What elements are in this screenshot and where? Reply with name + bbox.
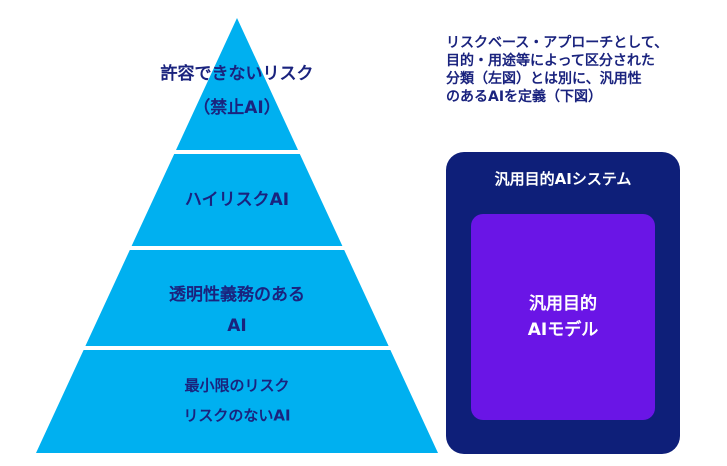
general-purpose-ai-model-label-line2: AIモデル — [527, 320, 599, 340]
pyramid-tier-1-label-line1: 許容できないリスク — [161, 63, 314, 84]
pyramid-tier-4-label-line2: リスクのないAI — [183, 407, 290, 425]
pyramid-tier-3 — [85, 250, 389, 346]
pyramid-tier-3-label-line2: AI — [227, 316, 246, 336]
definition-note: リスクベース・アプローチとして、 目的・用途等によって区分された 分類（左図）と… — [446, 35, 669, 105]
pyramid-tier-2 — [131, 154, 343, 246]
pyramid-tier-4 — [36, 350, 438, 453]
general-purpose-ai-system-title: 汎用目的AIシステム — [494, 170, 632, 188]
general-purpose-ai-system-box: 汎用目的AIシステム 汎用目的 AIモデル — [446, 152, 680, 454]
pyramid-tier-1 — [176, 18, 298, 150]
general-purpose-ai-model-label-line1: 汎用目的 — [529, 294, 597, 314]
general-purpose-ai-model-box: 汎用目的 AIモデル — [471, 214, 655, 420]
risk-pyramid: 許容できないリスク （禁止AI） ハイリスクAI 透明性義務のある AI 最小限のリスクリ… — [36, 18, 438, 453]
pyramid-tier-2-label-line1: ハイリスクAI — [185, 190, 289, 210]
pyramid-tier-4-label-line1: 最小限のリスク — [184, 377, 289, 395]
pyramid-tier-3-label-line1: 透明性義務のある — [169, 284, 305, 305]
pyramid-tier-1-label-line2: （禁止AI） — [193, 97, 280, 118]
